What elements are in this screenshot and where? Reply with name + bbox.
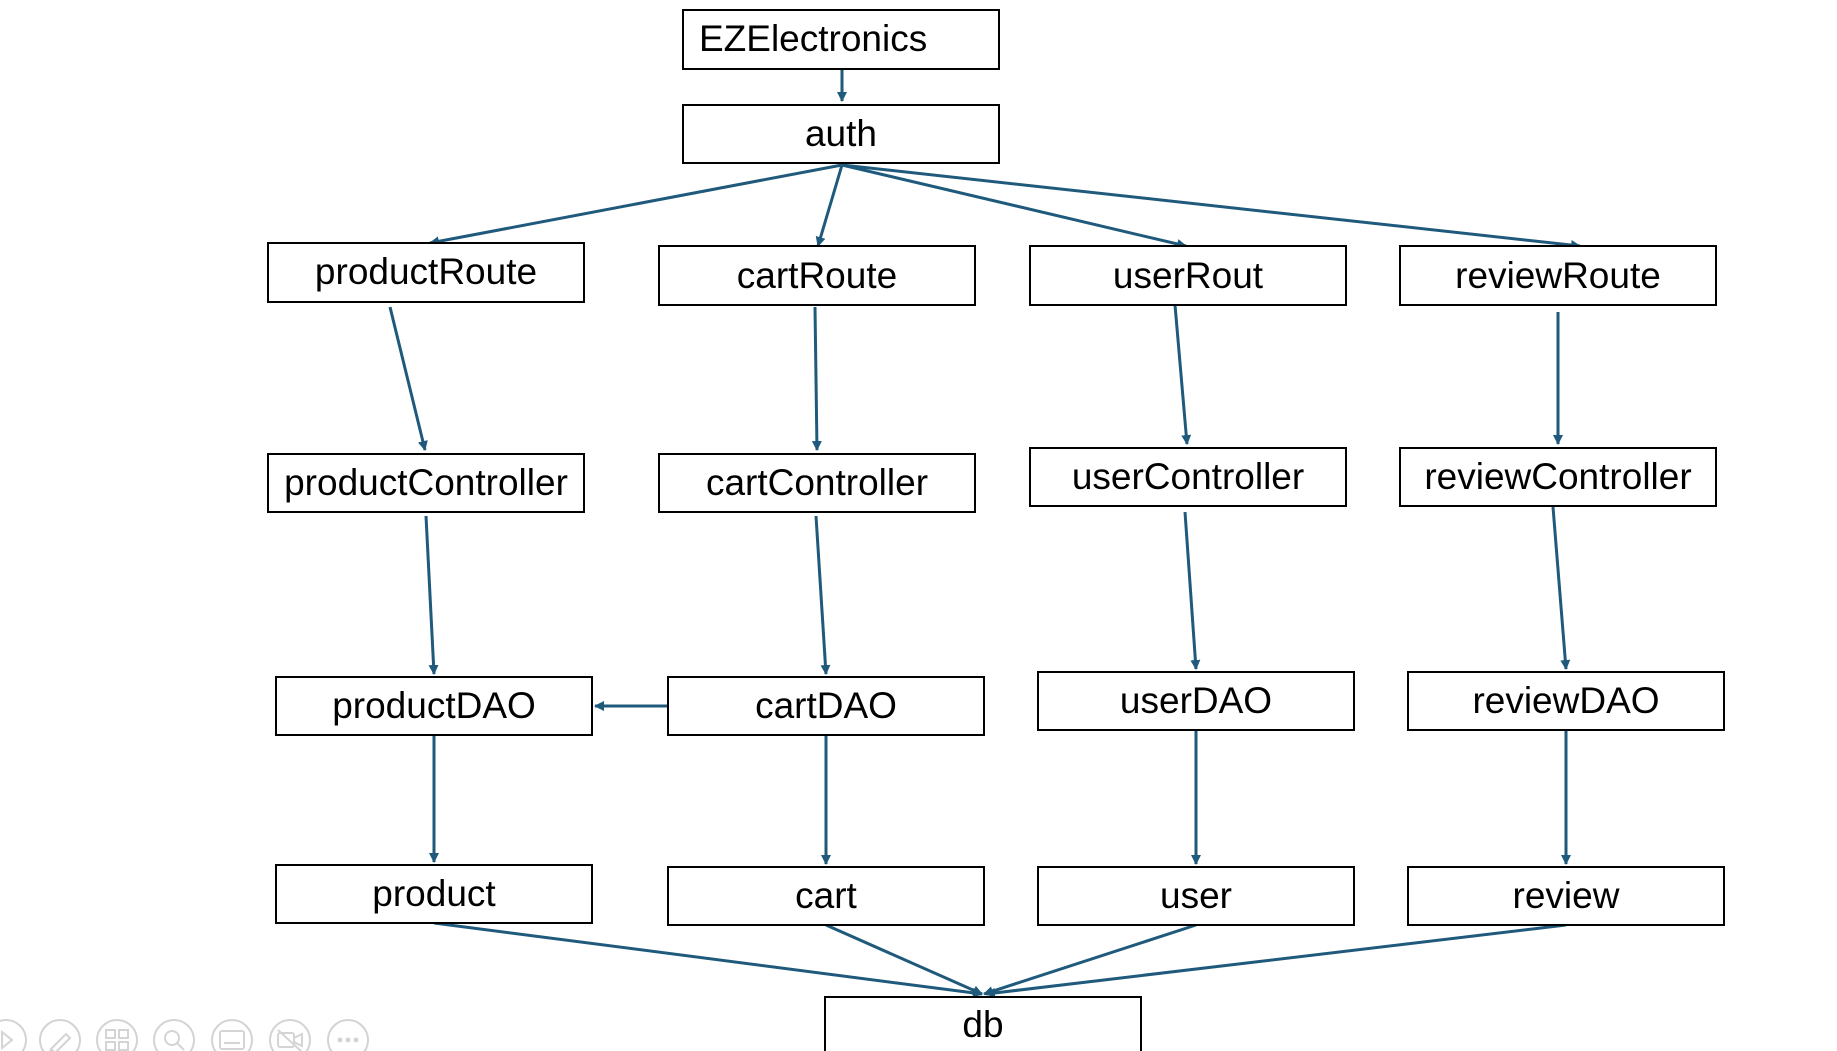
node-ezelectronics-label: EZElectronics: [699, 18, 927, 59]
pen-icon[interactable]: [39, 1019, 81, 1051]
edge-productroute-productcontroller: [388, 306, 428, 451]
node-auth-label: auth: [805, 113, 877, 154]
node-userdao: userDAO: [1037, 671, 1355, 731]
node-cartcontroller: cartController: [658, 453, 976, 513]
node-user-label: user: [1160, 875, 1232, 916]
node-cartdao: cartDAO: [667, 676, 985, 736]
edge-auth-productroute: [429, 163, 843, 247]
edge-auth-reviewroute: [841, 163, 1581, 250]
node-cartcontroller-label: cartController: [706, 462, 928, 503]
nodes: EZElectronics auth productRoute cartRout…: [267, 9, 1725, 1051]
node-cart: cart: [667, 866, 985, 926]
node-review-label: review: [1513, 875, 1620, 916]
node-productcontroller-label: productController: [284, 462, 568, 503]
node-userrout: userRout: [1029, 245, 1347, 306]
node-product-label: product: [372, 873, 496, 914]
next-icon[interactable]: [0, 1019, 27, 1051]
edge-cartroute-cartcontroller: [811, 306, 822, 451]
edge-userrout-usercontroller: [1173, 304, 1192, 445]
node-reviewroute: reviewRoute: [1399, 245, 1717, 306]
node-db: db: [824, 996, 1142, 1051]
node-reviewroute-label: reviewRoute: [1455, 255, 1661, 296]
node-userrout-label: userRout: [1113, 255, 1264, 296]
edge-usercontroller-userdao: [1183, 511, 1201, 670]
node-usercontroller-label: userController: [1072, 456, 1304, 497]
edge-user-db: [983, 923, 1197, 996]
slides-grid-icon[interactable]: [96, 1019, 138, 1051]
node-reviewdao-label: reviewDAO: [1472, 680, 1659, 721]
node-reviewcontroller: reviewController: [1399, 447, 1717, 507]
node-ezelectronics: EZElectronics: [682, 9, 1000, 70]
node-user: user: [1037, 866, 1355, 926]
node-cart-label: cart: [795, 875, 857, 916]
edge-reviewcontroller-reviewdao: [1551, 506, 1571, 670]
node-auth: auth: [682, 104, 1000, 164]
node-cartroute: cartRoute: [658, 245, 976, 306]
node-productdao: productDAO: [275, 676, 593, 736]
slideshow-controls: [0, 1019, 369, 1051]
node-userdao-label: userDAO: [1120, 680, 1272, 721]
edge-auth-userrout: [841, 163, 1187, 249]
camera-off-icon[interactable]: [269, 1019, 311, 1051]
node-reviewcontroller-label: reviewController: [1424, 456, 1691, 497]
edge-auth-cartroute: [815, 164, 844, 247]
edge-cartcontroller-cartdao: [814, 515, 831, 675]
edge-product-db: [433, 921, 983, 998]
node-productroute-label: productRoute: [315, 251, 537, 292]
zoom-icon[interactable]: [153, 1019, 195, 1051]
node-productdao-label: productDAO: [332, 685, 536, 726]
node-product: product: [275, 864, 593, 924]
edge-cart-db: [825, 923, 983, 996]
node-db-label: db: [962, 1004, 1003, 1045]
node-productcontroller: productController: [267, 453, 585, 513]
subtitles-icon[interactable]: [211, 1019, 253, 1051]
more-options-icon[interactable]: [327, 1019, 369, 1051]
node-usercontroller: userController: [1029, 447, 1347, 507]
edges: [388, 69, 1581, 998]
node-reviewdao: reviewDAO: [1407, 671, 1725, 731]
node-review: review: [1407, 866, 1725, 926]
node-productroute: productRoute: [267, 242, 585, 303]
edge-review-db: [985, 923, 1567, 998]
node-cartroute-label: cartRoute: [737, 255, 897, 296]
node-cartdao-label: cartDAO: [755, 685, 897, 726]
edge-productcontroller-productdao: [424, 515, 439, 675]
